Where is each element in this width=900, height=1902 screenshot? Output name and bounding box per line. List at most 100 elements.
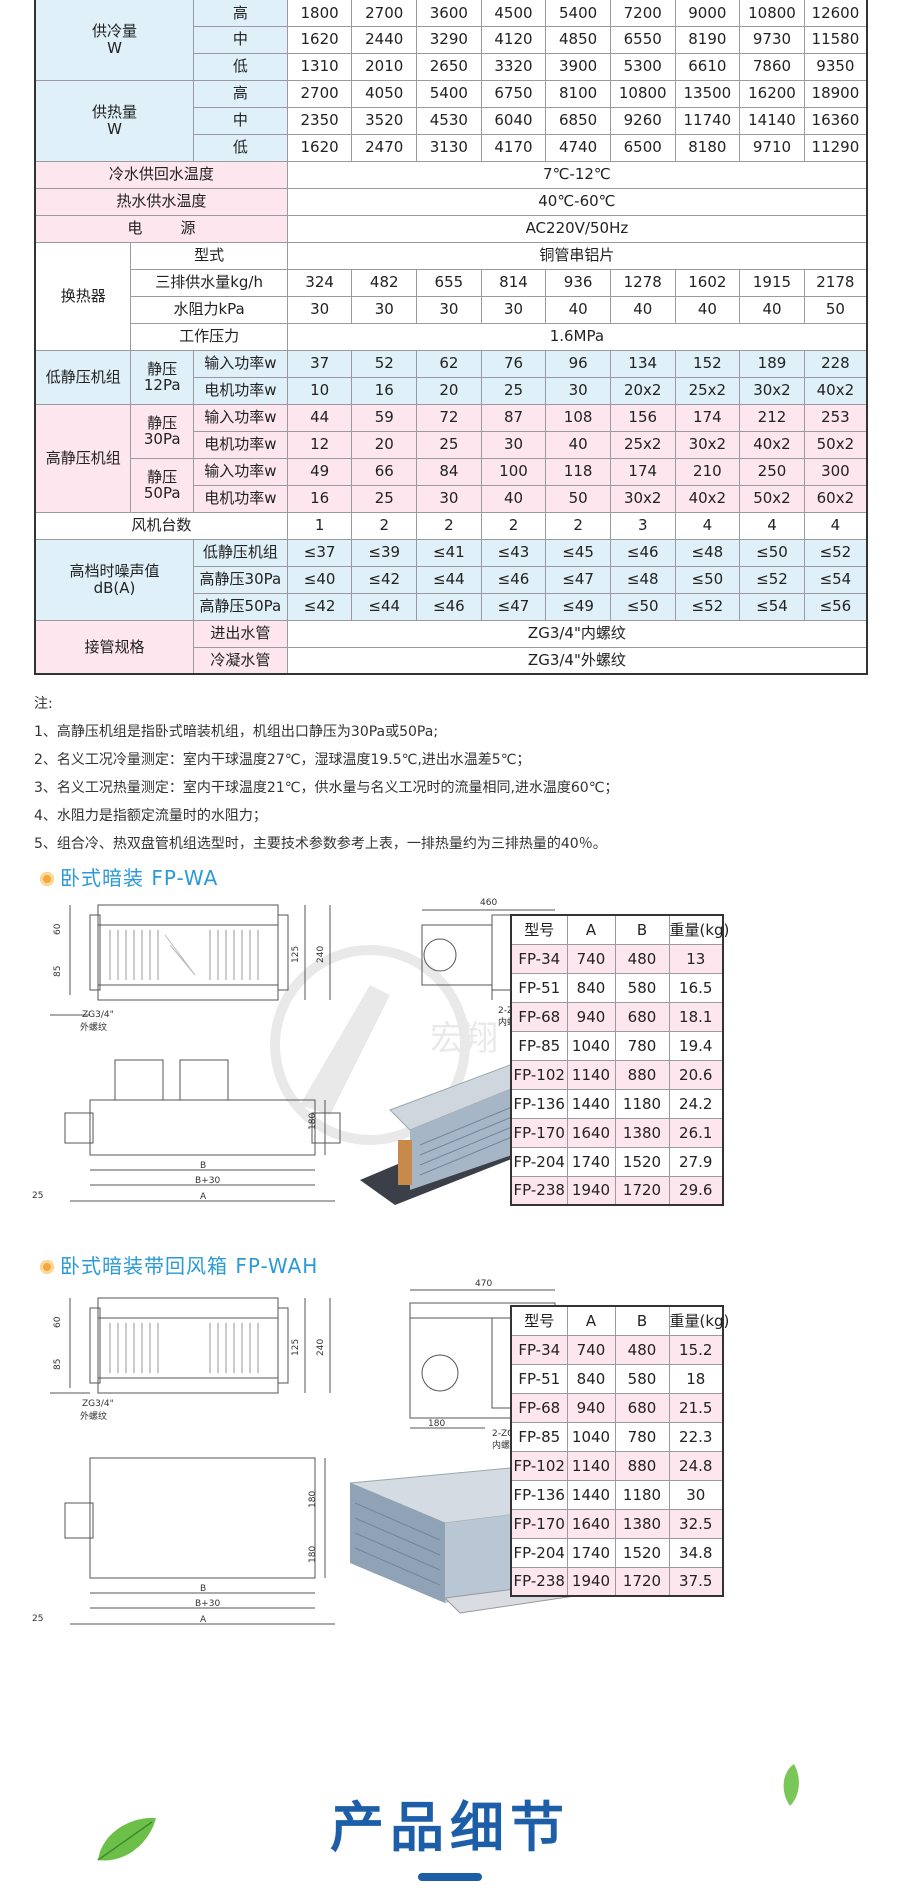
table-cell: 1440: [566, 1479, 616, 1510]
flow-label: 三排供水量kg/h: [130, 268, 288, 297]
dim-85: 85: [53, 1359, 63, 1370]
value-cell: 4: [803, 511, 868, 540]
table-cell: 15.2: [668, 1334, 724, 1365]
notes: 注: 1、高静压机组是指卧式暗装机组，机组出口静压为30Pa或50Pa; 2、名…: [34, 690, 874, 858]
input-label: 输入功率w: [192, 349, 288, 378]
dim-460: 460: [480, 898, 497, 908]
value-cell: 14140: [739, 106, 805, 135]
value-cell: 6040: [480, 106, 547, 135]
dim-470: 470: [475, 1279, 492, 1289]
value-cell: 6500: [609, 133, 676, 162]
table-cell: 1140: [566, 1059, 616, 1090]
value-cell: ≤50: [739, 538, 805, 567]
value-cell: 25x2: [609, 430, 676, 459]
level-label: 低: [192, 52, 288, 81]
value-cell: 50x2: [803, 430, 868, 459]
dim-125: 125: [291, 1339, 301, 1356]
value-cell: 37: [286, 349, 353, 378]
table-cell: 13: [668, 943, 724, 974]
dim-ext: 外螺纹: [80, 1410, 107, 1422]
value-cell: ≤47: [480, 592, 547, 621]
level-label: 中: [192, 25, 288, 54]
input-label: 输入功率w: [192, 403, 288, 432]
table-cell: 1380: [614, 1117, 670, 1148]
table-cell: 1520: [614, 1146, 670, 1177]
power-value: AC220V/50Hz: [286, 214, 868, 243]
value-cell: 324: [286, 268, 353, 297]
notes-title: 注:: [34, 696, 53, 712]
table-cell: 840: [566, 1363, 616, 1394]
table-cell: 880: [614, 1450, 670, 1481]
value-cell: 30: [286, 295, 353, 324]
table-cell: 1180: [614, 1479, 670, 1510]
hot-temp-label: 热水供水温度: [34, 187, 288, 216]
table-cell: 1180: [614, 1088, 670, 1119]
value-cell: 3290: [416, 25, 482, 54]
value-cell: 9710: [739, 133, 805, 162]
dim-a: A: [200, 1192, 207, 1202]
chilled-temp-value: 7℃-12℃: [286, 160, 868, 189]
dim-b30: B+30: [195, 1599, 220, 1609]
value-cell: 11740: [674, 106, 741, 135]
watermark-text: 宏翔: [430, 1019, 498, 1059]
table-cell: 880: [614, 1059, 670, 1090]
exchanger-label: 换热器: [34, 241, 132, 351]
header-cell: B: [614, 1305, 670, 1336]
table-cell: 1040: [566, 1030, 616, 1061]
note-2: 2、名义工况冷量测定：室内干球温度27℃，湿球温度19.5℃,进出水温差5℃；: [34, 752, 531, 768]
value-cell: 25: [351, 484, 418, 513]
value-cell: 25x2: [674, 376, 741, 405]
value-cell: 13500: [674, 79, 741, 108]
dim-b: B: [200, 1161, 206, 1171]
table-cell: 1380: [614, 1508, 670, 1539]
table-cell: 1040: [566, 1421, 616, 1452]
value-cell: 9260: [609, 106, 676, 135]
value-cell: 8180: [674, 133, 741, 162]
noise-row-label: 低静压机组: [192, 538, 288, 567]
value-cell: 5300: [609, 52, 676, 81]
value-cell: 40x2: [803, 376, 868, 405]
table-cell: 29.6: [668, 1175, 724, 1206]
value-cell: ≤50: [609, 592, 676, 621]
value-cell: 30x2: [739, 376, 805, 405]
value-cell: ≤54: [803, 565, 868, 594]
table-cell: 1720: [614, 1175, 670, 1206]
value-cell: 12: [286, 430, 353, 459]
value-cell: 40: [674, 295, 741, 324]
table-cell: 940: [566, 1392, 616, 1423]
value-cell: 2010: [351, 52, 418, 81]
pipes-label: 接管规格: [34, 619, 194, 675]
value-cell: 40: [545, 295, 611, 324]
header-cell: B: [614, 914, 670, 945]
table-cell: FP-34: [510, 1334, 568, 1365]
table-cell: FP-85: [510, 1421, 568, 1452]
value-cell: 2440: [351, 25, 418, 54]
table-cell: FP-102: [510, 1450, 568, 1481]
value-cell: 100: [480, 457, 547, 486]
dim-180b: 180: [308, 1491, 318, 1508]
value-cell: 30: [416, 295, 482, 324]
table-cell: 32.5: [668, 1508, 724, 1539]
table-cell: 1440: [566, 1088, 616, 1119]
value-cell: ≤44: [351, 592, 418, 621]
note-4: 4、水阻力是指额定流量时的水阻力；: [34, 808, 267, 824]
value-cell: ≤44: [416, 565, 482, 594]
value-cell: ≤48: [609, 565, 676, 594]
value-cell: 118: [545, 457, 611, 486]
value-cell: 3600: [416, 0, 482, 27]
value-cell: 20: [351, 430, 418, 459]
